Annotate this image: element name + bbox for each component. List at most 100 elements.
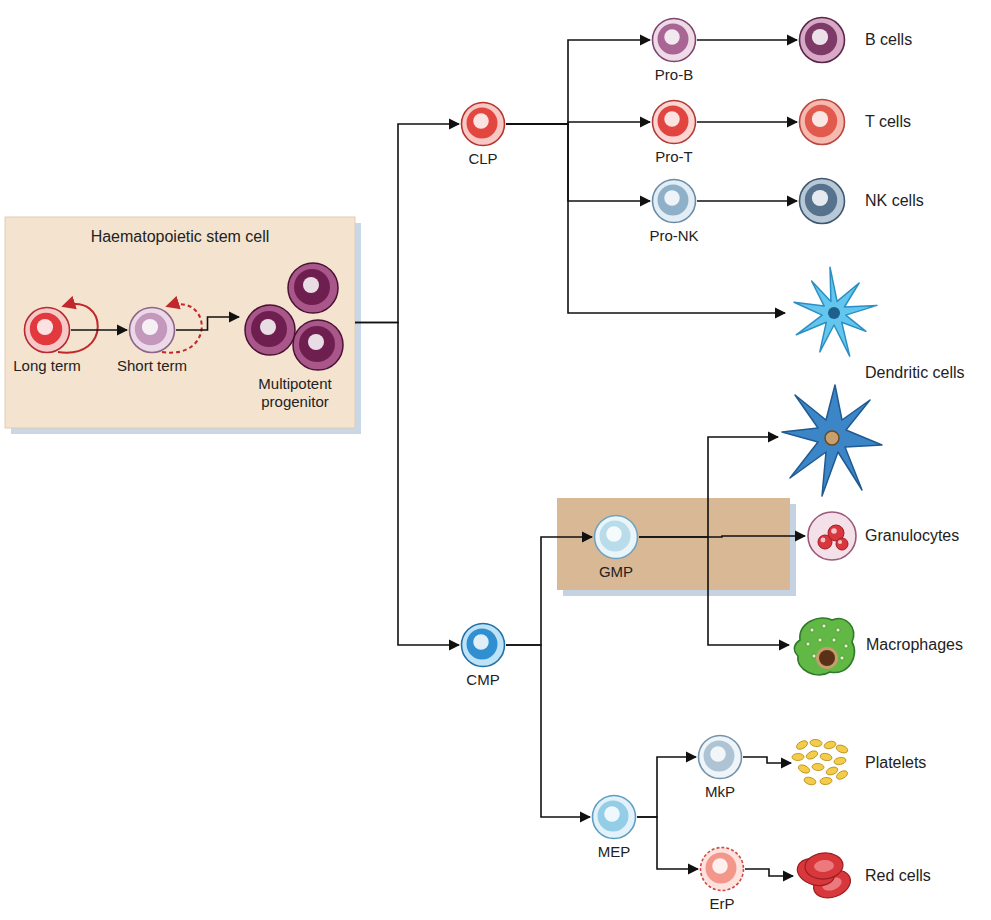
lineage-arrow xyxy=(639,537,789,645)
cell-nucleus xyxy=(135,313,167,345)
cell-body xyxy=(288,263,338,313)
cell-nucleus xyxy=(658,24,689,55)
cell-highlight xyxy=(142,319,158,335)
lineage-arrow xyxy=(506,40,650,124)
vesicle xyxy=(806,642,810,646)
lineage-arrow xyxy=(355,124,459,323)
platelet xyxy=(792,753,804,760)
cell-figure xyxy=(651,99,697,145)
cell-label: Red cells xyxy=(865,866,931,885)
cell-figure xyxy=(792,737,850,789)
cell-highlight xyxy=(37,319,53,335)
lineage-arrow xyxy=(355,323,459,646)
cell-figure xyxy=(798,177,846,225)
cell-body xyxy=(130,308,175,353)
lineage-arrow xyxy=(743,757,791,763)
cell-highlight xyxy=(664,111,679,126)
cell-nucleus xyxy=(299,326,335,362)
lineage-arrow xyxy=(506,537,592,645)
lineage-arrow xyxy=(176,317,239,330)
cell-label: Macrophages xyxy=(866,635,963,654)
cell-highlight xyxy=(710,746,725,761)
cell-body xyxy=(701,848,744,891)
platelet xyxy=(805,749,819,760)
cell-highlight xyxy=(712,858,727,873)
cell-highlight xyxy=(831,528,837,534)
cell-nucleus xyxy=(704,741,735,772)
cell-label: Granulocytes xyxy=(865,526,959,545)
panel-title: Haematopoietic stem cell xyxy=(91,227,270,246)
cell-node: GMP xyxy=(593,514,639,560)
red-cell xyxy=(804,851,844,880)
cell-node: Platelets xyxy=(792,737,850,789)
cell-label: NK cells xyxy=(865,191,924,210)
cell-body xyxy=(800,100,845,145)
cell-highlight xyxy=(473,113,488,128)
stem-cell-panel-ground xyxy=(5,217,355,428)
cell-node: Multipotent progenitor xyxy=(240,262,350,372)
cell-nucleus xyxy=(825,431,839,445)
cell-figure xyxy=(460,622,506,668)
cell-body xyxy=(25,308,70,353)
cell-label: T cells xyxy=(865,112,911,131)
cell-body xyxy=(593,796,636,839)
platelet xyxy=(795,739,809,751)
cell-figure xyxy=(794,850,856,902)
cell-highlight xyxy=(838,540,842,544)
cell-nucleus xyxy=(467,629,498,660)
cell-body xyxy=(699,736,742,779)
cell-figure xyxy=(798,16,846,64)
dendritic-cell-figure xyxy=(782,385,882,496)
cell-nucleus xyxy=(805,23,837,55)
cell-highlight xyxy=(473,634,488,649)
cell-label: B cells xyxy=(865,30,912,49)
red-cell-centre xyxy=(814,859,835,873)
vesicle xyxy=(822,624,826,628)
cell-node: Long term xyxy=(23,306,71,354)
platelet xyxy=(797,763,811,775)
cell-label: CLP xyxy=(468,150,497,168)
platelet xyxy=(833,756,846,765)
cell-body xyxy=(808,512,856,560)
platelet xyxy=(820,777,833,785)
cell-node: ErP xyxy=(699,846,745,892)
cell-nucleus xyxy=(600,521,631,552)
cell-node: Short term xyxy=(128,306,176,354)
vesicle xyxy=(844,644,848,648)
cell-label: Multipotent progenitor xyxy=(235,375,355,411)
cell-body xyxy=(653,180,696,223)
platelet xyxy=(823,740,836,750)
lineage-arrow xyxy=(745,869,793,876)
cell-label: CMP xyxy=(466,671,499,689)
cell-node: Macrophages xyxy=(790,610,860,680)
cell-node: MkP xyxy=(697,734,743,780)
cell-nucleus xyxy=(598,801,629,832)
platelet xyxy=(812,763,824,771)
lineage-arrow xyxy=(71,329,127,331)
cell-highlight xyxy=(604,806,619,821)
lineage-arrow xyxy=(506,124,650,201)
cell-nucleus xyxy=(30,313,62,345)
cell-highlight xyxy=(606,526,621,541)
cell-body xyxy=(800,179,845,224)
vesicle xyxy=(810,628,814,632)
vesicle xyxy=(836,628,840,632)
cell-figure xyxy=(806,510,858,562)
dendritic-cell-figure xyxy=(794,267,877,356)
lineage-arrow xyxy=(637,817,698,869)
cell-label: Long term xyxy=(13,357,81,375)
vesicle xyxy=(840,656,844,660)
cell-body xyxy=(245,305,295,355)
cell-label: GMP xyxy=(599,563,633,581)
branch-arrow xyxy=(708,437,778,537)
cell-highlight xyxy=(812,111,828,127)
platelet xyxy=(810,739,823,747)
vesicle xyxy=(832,638,836,642)
cell-body xyxy=(800,18,845,63)
cell-figure xyxy=(128,306,176,354)
cell-label: MEP xyxy=(598,843,631,861)
platelet xyxy=(819,752,832,761)
cell-nucleus xyxy=(706,853,737,884)
cell-node: Granulocytes xyxy=(806,510,858,562)
